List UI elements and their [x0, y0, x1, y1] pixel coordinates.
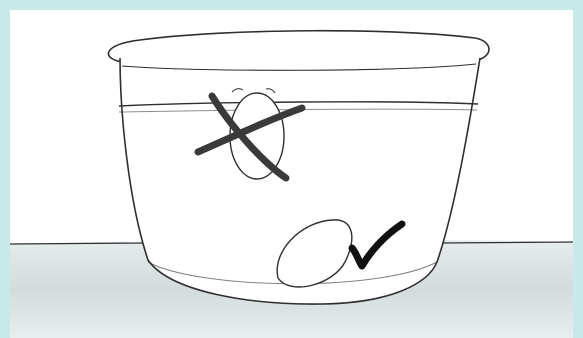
egg-float-test-illustration	[0, 0, 583, 338]
drawing-canvas	[0, 0, 583, 338]
